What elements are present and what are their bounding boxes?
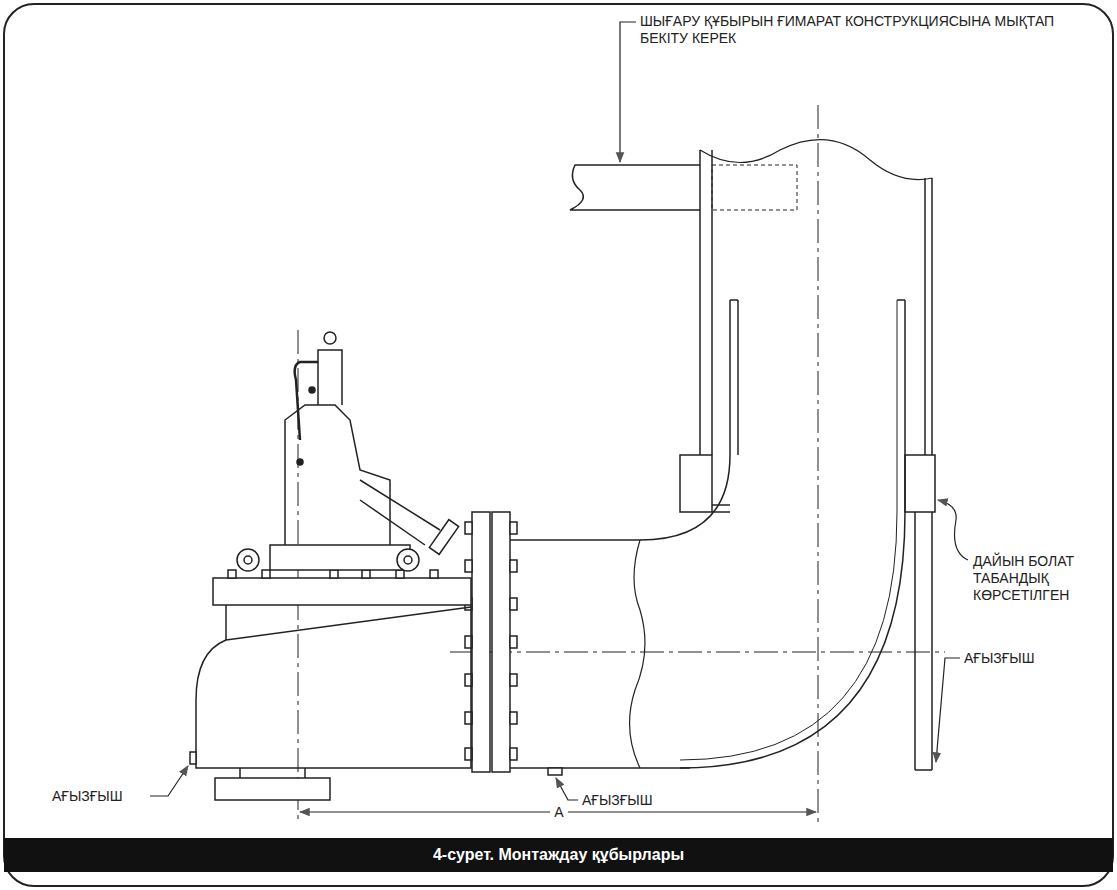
figure-caption: 4-сурет. Монтаждау құбырлары xyxy=(4,838,1113,872)
callout-label: ДАЙЫН БОЛАТ ТАБАНДЫҚ КӨРСЕТІЛГЕН xyxy=(973,553,1098,604)
dimension-label: A xyxy=(550,804,567,821)
note-label: ШЫҒАРУ ҚҰБЫРЫН ҒИМАРАТ КОНСТРУКЦИЯСЫНА М… xyxy=(640,13,1060,47)
drain-label: АҒЫЗҒЫШ xyxy=(52,788,123,805)
drain-label: АҒЫЗҒЫШ xyxy=(964,650,1035,667)
drain-label: АҒЫЗҒЫШ xyxy=(582,792,653,809)
